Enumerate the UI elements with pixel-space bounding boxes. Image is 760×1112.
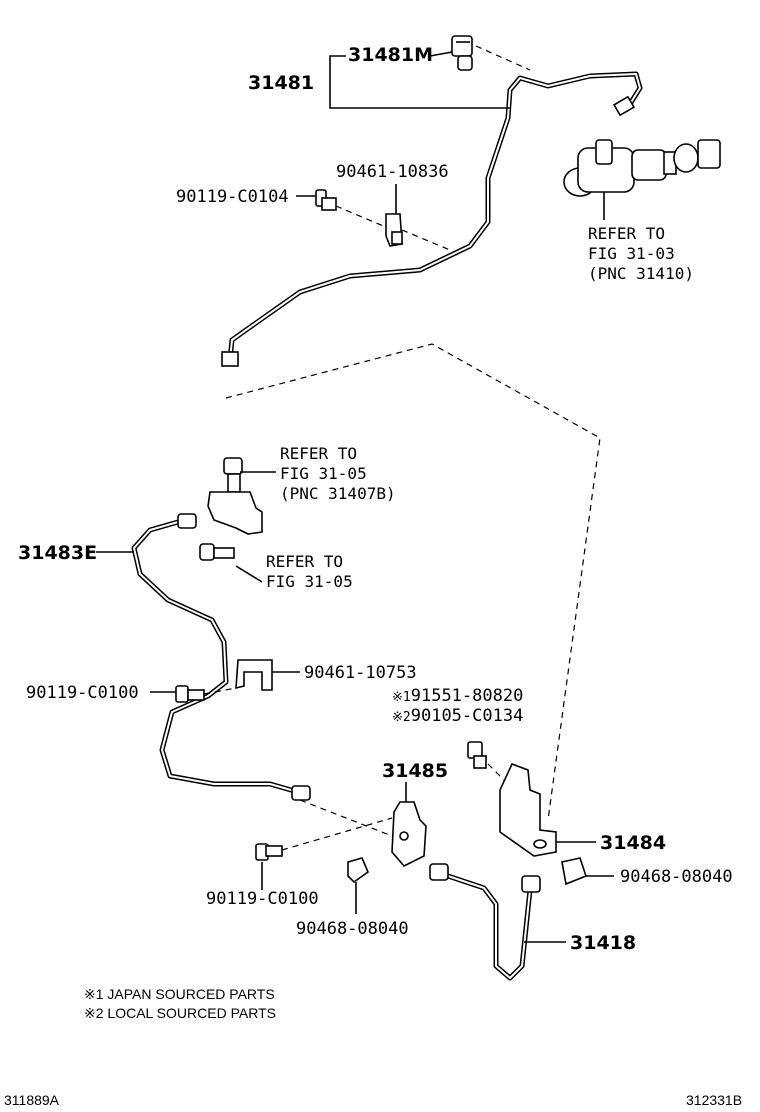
label-90119-c0100-b: 90119-C0100 [206,889,319,909]
clutch-pipe-upper [221,71,643,367]
hose-31418 [429,863,541,981]
label-91551-80820: ※191551-80820 [392,686,523,706]
part-number: 90105-C0134 [410,706,524,726]
label-90119-c0104: 90119-C0104 [176,187,289,207]
ref-fig-31-05-b: REFER TO FIG 31-05 [266,552,353,592]
pipe-clip-31481m [451,35,473,71]
ref-fig-31-03: REFER TO FIG 31-03 (PNC 31410) [588,224,694,284]
illustration-code-right: 312331B [686,1092,743,1108]
label-31485: 31485 [382,760,449,782]
label-90105-c0134: ※290105-C0134 [392,706,523,726]
mark-2: ※2 [392,710,411,725]
dashed-connection [225,343,601,821]
clip-90461-10836 [385,213,403,247]
label-90461-10836: 90461-10836 [336,162,449,182]
hose-31483e [131,513,311,801]
label-31481m: 31481M [348,44,434,66]
mark-1: ※1 [392,690,411,705]
ref-line: (PNC 31407B) [280,484,396,503]
ref-line: REFER TO [266,552,344,571]
pipe-connector [207,457,276,535]
bolt-90119-c0104 [296,189,337,211]
ref-line: REFER TO [280,444,358,463]
leader-31481m [429,51,453,57]
bolt-90119-c0100-a [150,685,205,703]
ref-line: FIG 31-05 [280,464,367,483]
ref-line: FIG 31-05 [266,572,353,591]
clamp-90461-10753 [235,659,273,691]
label-90468-08040-a: 90468-08040 [296,919,409,939]
clutch-master-cylinder [563,139,721,220]
label-90468-08040-b: 90468-08040 [620,867,733,887]
label-90119-c0100-a: 90119-C0100 [26,683,139,703]
bracket-31484 [499,762,557,857]
bolt-91551-80820 [467,741,487,769]
part-number: 91551-80820 [410,686,524,706]
note-japan-sourced: ※1 JAPAN SOURCED PARTS [84,986,275,1002]
label-31418: 31418 [570,932,637,954]
label-31484: 31484 [600,832,667,854]
bolt-refer-31-05 [199,543,263,583]
ref-line: REFER TO [588,224,666,243]
bracket-31485 [391,782,427,867]
ref-line: FIG 31-03 [588,244,675,263]
note-local-sourced: ※2 LOCAL SOURCED PARTS [84,1005,276,1021]
leader-31481 [329,80,510,109]
label-90461-10753: 90461-10753 [304,663,417,683]
illustration-code-left: 311889A [4,1092,60,1108]
clip-90468-08040-b [561,857,614,886]
bolt-90119-c0100-b [255,843,283,890]
ref-fig-31-05-a: REFER TO FIG 31-05 (PNC 31407B) [280,444,396,504]
clip-90468-08040-a [347,857,369,914]
label-31483e: 31483E [18,542,98,564]
ref-line: (PNC 31410) [588,264,694,283]
label-31481: 31481 [248,72,315,94]
